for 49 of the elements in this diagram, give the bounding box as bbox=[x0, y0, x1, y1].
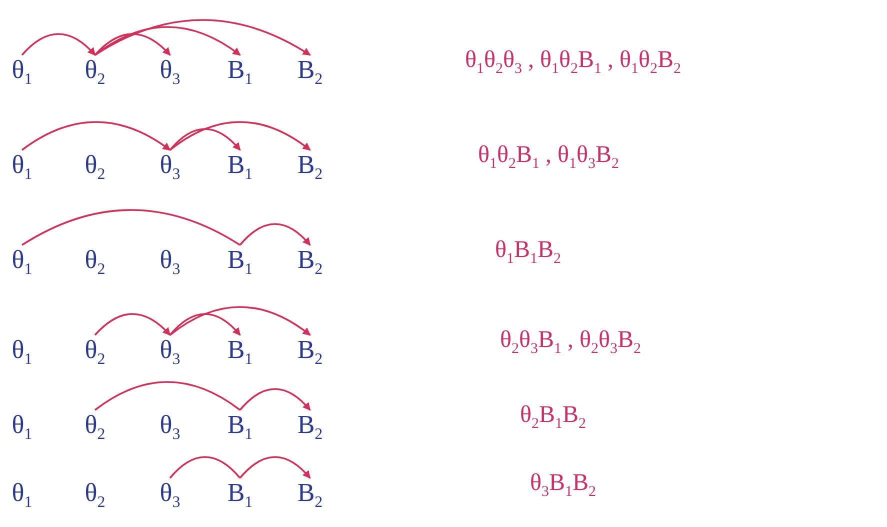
symbol-label: θ$_{3}$ bbox=[150, 55, 190, 85]
arrow bbox=[94, 33, 171, 56]
combination-text: θ$_{3}$B$_{1}$B$_{2}$ bbox=[530, 470, 596, 501]
arrow bbox=[169, 306, 311, 336]
symbol-label: B$_{1}$ bbox=[220, 410, 260, 440]
symbol-label: B$_{1}$ bbox=[220, 335, 260, 365]
arrow bbox=[21, 121, 171, 151]
symbol-label: θ$_{2}$ bbox=[75, 245, 115, 275]
symbol-label: B$_{1}$ bbox=[220, 478, 260, 508]
symbol-label: θ$_{2}$ bbox=[75, 410, 115, 440]
symbol-label: θ$_{2}$ bbox=[75, 335, 115, 365]
symbol-label: θ$_{2}$ bbox=[75, 478, 115, 508]
arrow bbox=[239, 456, 311, 479]
symbol-label: θ$_{1}$ bbox=[2, 335, 42, 365]
symbol-label: θ$_{1}$ bbox=[2, 478, 42, 508]
symbol-label: θ$_{3}$ bbox=[150, 335, 190, 365]
arrow bbox=[239, 223, 311, 246]
combination-text: θ$_{1}$θ$_{2}$B$_{1}$ , θ$_{1}$θ$_{3}$B$_{2}$ bbox=[478, 142, 620, 173]
symbol-label: θ$_{2}$ bbox=[75, 150, 115, 180]
symbol-label: B$_{1}$ bbox=[220, 55, 260, 85]
symbol-label: B$_{1}$ bbox=[220, 245, 260, 275]
combination-text: θ$_{1}$θ$_{2}$θ$_{3}$ , θ$_{1}$θ$_{2}$B$_{1}$ , θ$_{1}$θ$_{2}$B$_{2}$ bbox=[465, 47, 682, 78]
symbol-label: θ$_{1}$ bbox=[2, 245, 42, 275]
combination-text: θ$_{1}$B$_{1}$B$_{2}$ bbox=[495, 237, 562, 268]
symbol-label: θ$_{3}$ bbox=[150, 150, 190, 180]
arrow bbox=[169, 128, 241, 151]
arrow bbox=[21, 33, 96, 56]
arrow bbox=[169, 121, 311, 151]
symbol-label: θ$_{1}$ bbox=[2, 410, 42, 440]
combination-text: θ$_{2}$B$_{1}$B$_{2}$ bbox=[520, 402, 586, 433]
symbol-label: B$_{2}$ bbox=[290, 245, 330, 275]
symbol-label: θ$_{1}$ bbox=[2, 55, 42, 85]
symbol-label: B$_{1}$ bbox=[220, 150, 260, 180]
arrow bbox=[94, 19, 311, 56]
symbol-label: θ$_{3}$ bbox=[150, 245, 190, 275]
symbol-label: θ$_{3}$ bbox=[150, 410, 190, 440]
arrow bbox=[94, 313, 171, 336]
symbol-label: B$_{2}$ bbox=[290, 478, 330, 508]
symbol-label: B$_{2}$ bbox=[290, 335, 330, 365]
symbol-label: B$_{2}$ bbox=[290, 150, 330, 180]
arrow bbox=[239, 388, 311, 411]
symbol-label: B$_{2}$ bbox=[290, 55, 330, 85]
arrow bbox=[94, 26, 241, 56]
combination-text: θ$_{2}$θ$_{3}$B$_{1}$ , θ$_{2}$θ$_{3}$B$_{2}$ bbox=[500, 327, 642, 358]
symbol-label: θ$_{2}$ bbox=[75, 55, 115, 85]
arrow bbox=[169, 313, 241, 336]
symbol-label: θ$_{3}$ bbox=[150, 478, 190, 508]
symbol-label: θ$_{1}$ bbox=[2, 150, 42, 180]
symbol-label: B$_{2}$ bbox=[290, 410, 330, 440]
